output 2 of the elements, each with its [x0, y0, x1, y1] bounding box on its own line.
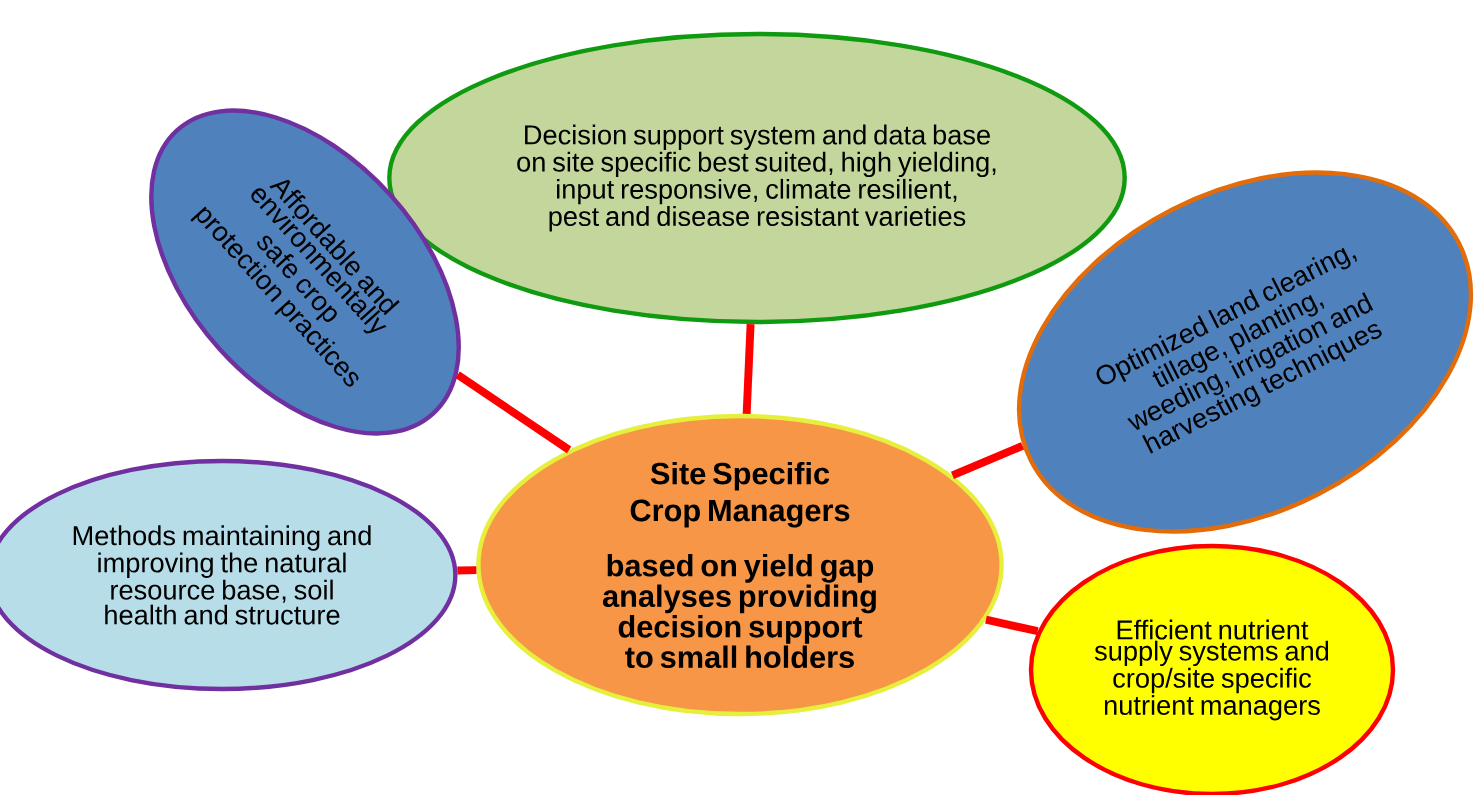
connector-line — [950, 442, 1025, 480]
connector-line — [455, 371, 572, 454]
